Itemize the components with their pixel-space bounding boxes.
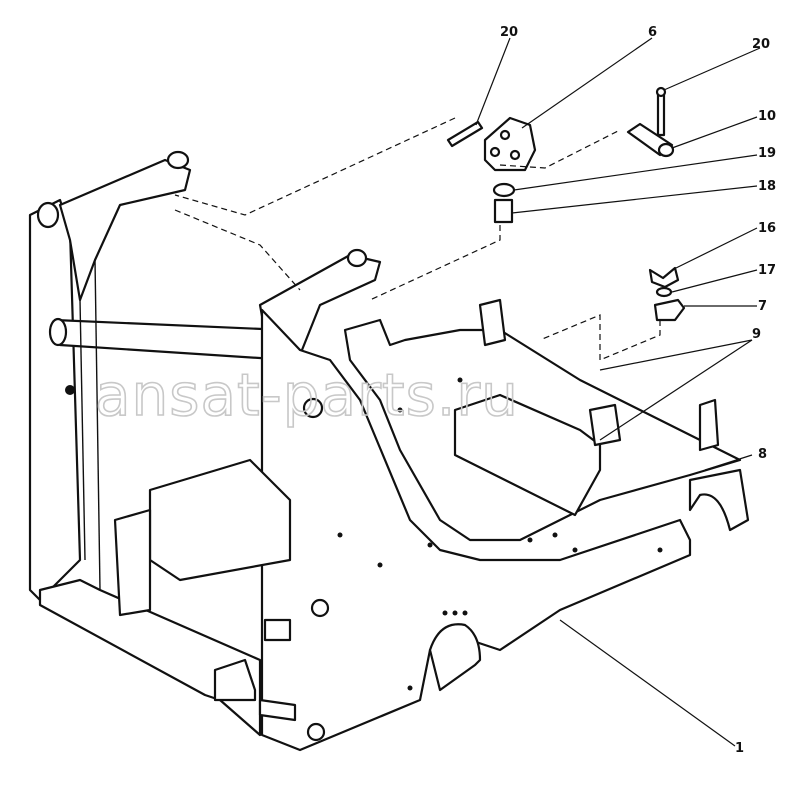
callout-6: 6 (648, 25, 657, 40)
callout-7: 7 (758, 299, 767, 314)
pin-10 (626, 122, 675, 158)
callout-1: 1 (735, 741, 744, 756)
callout-10: 10 (758, 109, 776, 124)
callout-17: 17 (758, 263, 776, 278)
callout-8: 8 (758, 447, 767, 462)
callout-leaders (475, 37, 761, 747)
washer-17 (655, 286, 673, 298)
wing-nut-16 (648, 266, 680, 289)
bushing-18 (493, 198, 514, 224)
main-frame (28, 150, 750, 752)
callout-16: 16 (758, 221, 776, 236)
mounting-holes (65, 377, 663, 691)
battery-tray (343, 298, 742, 542)
pin-20-left (446, 120, 484, 148)
callout-labels: 20 6 20 10 19 18 16 17 7 9 8 1 (500, 25, 776, 756)
callout-9: 9 (752, 327, 761, 342)
pin-20-right (655, 86, 667, 137)
clamp-7 (653, 298, 686, 322)
washer-19 (492, 182, 516, 198)
callout-20-left: 20 (500, 25, 518, 40)
callout-19: 19 (758, 146, 776, 161)
callout-18: 18 (758, 179, 776, 194)
assembly-lines (174, 117, 661, 361)
callout-20-right: 20 (752, 37, 770, 52)
watermark: ansat-parts.ru (95, 361, 519, 429)
latch-plate (483, 116, 537, 172)
